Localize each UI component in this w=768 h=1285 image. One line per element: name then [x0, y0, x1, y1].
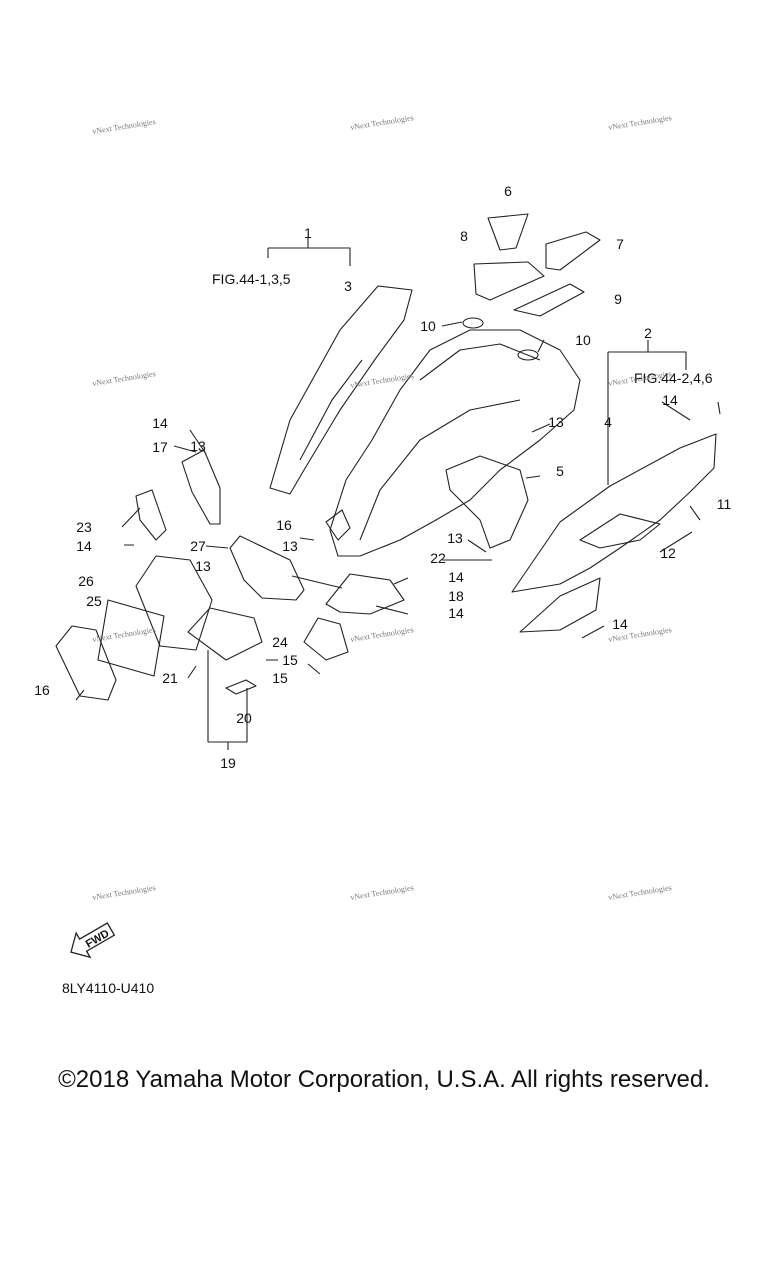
- callout-7: 7: [616, 236, 624, 252]
- callout-13c: 13: [282, 538, 298, 554]
- callout-10a: 10: [420, 318, 436, 334]
- part-8-shape: [473, 261, 545, 301]
- part-26-grille: [97, 599, 165, 677]
- callout-13b: 13: [447, 530, 463, 546]
- part-7-shape: [545, 231, 601, 271]
- callout-22: 21: [162, 670, 178, 686]
- part-16-housing: [55, 625, 117, 701]
- callout-14-text: 13: [190, 438, 206, 454]
- part-3-detail: [299, 359, 363, 461]
- callout-9: 9: [614, 291, 622, 307]
- part-10-right: [517, 349, 539, 361]
- figure-ref-right: FIG.44-2,4,6: [634, 370, 713, 386]
- part-4-detail: [579, 513, 661, 549]
- callout-25: 24: [272, 634, 288, 650]
- callout-6: 6: [504, 183, 512, 199]
- callout-15a: 14: [76, 538, 92, 554]
- callout-23: 22: [430, 550, 446, 566]
- callout-18: 17: [152, 439, 168, 455]
- part-3-shape: [269, 285, 413, 495]
- callout-14e: 14: [612, 616, 628, 632]
- callout-3: 3: [344, 278, 352, 294]
- part-4-lower: [519, 577, 601, 633]
- callout-5: 5: [556, 463, 564, 479]
- part-10-left: [462, 317, 484, 329]
- part-6-shape: [487, 213, 529, 251]
- callout-16a: 15: [282, 652, 298, 668]
- fwd-label: FWD: [84, 928, 112, 951]
- callout-15b: 15: [272, 670, 288, 686]
- callout-4: 4: [604, 414, 612, 430]
- callout-8: 8: [460, 228, 468, 244]
- copyright-notice: ©2018 Yamaha Motor Corporation, U.S.A. A…: [58, 1066, 710, 1093]
- leader-lines: [75, 321, 721, 701]
- callout-28: 27: [190, 538, 206, 554]
- part-19-shape: [325, 573, 405, 615]
- part-24-shape: [135, 489, 167, 541]
- callout-14a: 14: [152, 415, 168, 431]
- diagram-code: 8LY4110-U410: [62, 980, 155, 996]
- callout-12: 12: [660, 545, 676, 561]
- callout-20: 19: [220, 755, 236, 771]
- part-27-shape: [135, 555, 213, 651]
- callout-19: 18: [448, 588, 464, 604]
- part-18-shape: [181, 449, 221, 525]
- callout-24: 23: [76, 519, 92, 535]
- figure-ref-left: FIG.44-1,3,5: [212, 271, 291, 287]
- callout-11: 11: [716, 496, 732, 512]
- part-21-shape: [225, 679, 257, 695]
- bracket-2: [607, 340, 687, 485]
- part-28-shape: [229, 535, 305, 601]
- fwd-arrow-icon: FWD: [70, 922, 116, 959]
- part-25-shape: [303, 617, 349, 661]
- front-cowl-shape: [329, 329, 581, 557]
- callout-17: 16: [276, 517, 292, 533]
- part-17-shape: [325, 509, 351, 541]
- front-cowl-detail: [359, 399, 521, 541]
- callout-14c: 14: [448, 605, 464, 621]
- bracket-1: [267, 238, 351, 266]
- bracket-20: [207, 650, 248, 750]
- callout-14b: 14: [448, 569, 464, 585]
- callout-2: 2: [644, 325, 652, 341]
- callout-1: 1: [304, 225, 312, 241]
- callout-16b: 16: [34, 682, 50, 698]
- callout-26: 25: [86, 593, 102, 609]
- callout-27: 26: [78, 573, 94, 589]
- callout-21: 20: [236, 710, 252, 726]
- callout-14d: 14: [662, 392, 678, 408]
- part-9-shape: [513, 283, 585, 317]
- front-cowl-top: [419, 343, 541, 381]
- callout-10b: 10: [575, 332, 591, 348]
- part-4-shape: [511, 433, 717, 593]
- part-20-shape: [187, 607, 263, 661]
- callout-13a: 13: [548, 414, 564, 430]
- part-5-shape: [445, 455, 529, 549]
- callout-13d: 13: [195, 558, 211, 574]
